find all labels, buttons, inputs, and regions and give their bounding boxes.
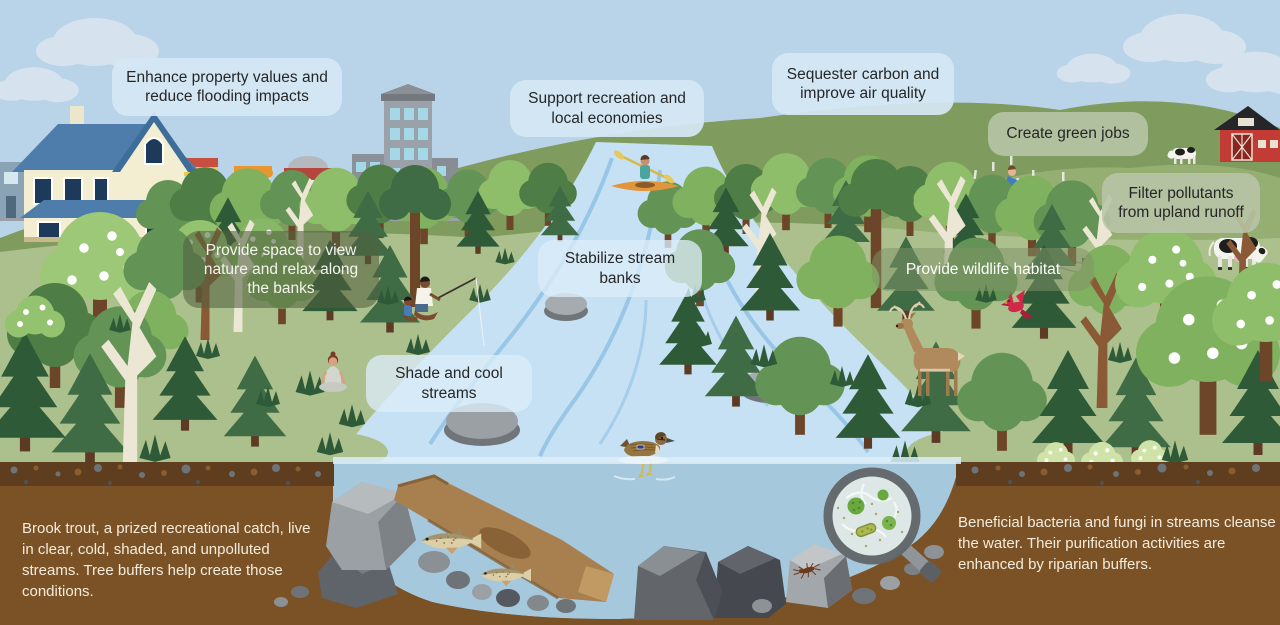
benefit-label-enhance-property: Enhance property values and reduce flood… bbox=[112, 58, 342, 116]
caption-brook-trout: Brook trout, a prized recreational catch… bbox=[22, 520, 311, 600]
cow-small bbox=[1167, 147, 1196, 164]
stonefly-insect bbox=[793, 562, 821, 579]
topsoil-band bbox=[0, 462, 1280, 486]
benefit-label-stabilize-banks: Stabilize stream banks bbox=[538, 240, 702, 297]
shop-blue bbox=[0, 162, 26, 218]
cardinal-bird bbox=[1001, 290, 1033, 319]
caption-beneficial-bacteria: Beneficial bacteria and fungi in streams… bbox=[958, 514, 1276, 573]
magnifying-glass bbox=[823, 467, 941, 583]
benefit-label-sequester-carbon: Sequester carbon and improve air quality bbox=[772, 53, 954, 115]
meditating-person bbox=[319, 351, 347, 392]
benefit-label-filter-pollutants: Filter pollutants from upland runoff bbox=[1102, 173, 1260, 233]
duck bbox=[613, 432, 676, 481]
rock-row bbox=[418, 551, 576, 613]
benefit-label-shade-streams: Shade and cool streams bbox=[366, 355, 532, 412]
benefit-label-create-green-jobs: Create green jobs bbox=[988, 112, 1148, 156]
benefit-label-provide-space: Provide space to view nature and relax a… bbox=[183, 231, 379, 308]
fishing-people bbox=[402, 276, 485, 347]
benefit-label-support-recreation: Support recreation and local economies bbox=[510, 80, 704, 137]
cross-section bbox=[0, 457, 1280, 625]
barn bbox=[1214, 106, 1280, 162]
boulders-center bbox=[634, 544, 944, 620]
benefit-label-provide-wildlife: Provide wildlife habitat bbox=[872, 248, 1094, 291]
log bbox=[394, 474, 614, 602]
deer bbox=[889, 301, 965, 396]
kayaker bbox=[611, 150, 679, 191]
boulders-left bbox=[274, 482, 416, 608]
